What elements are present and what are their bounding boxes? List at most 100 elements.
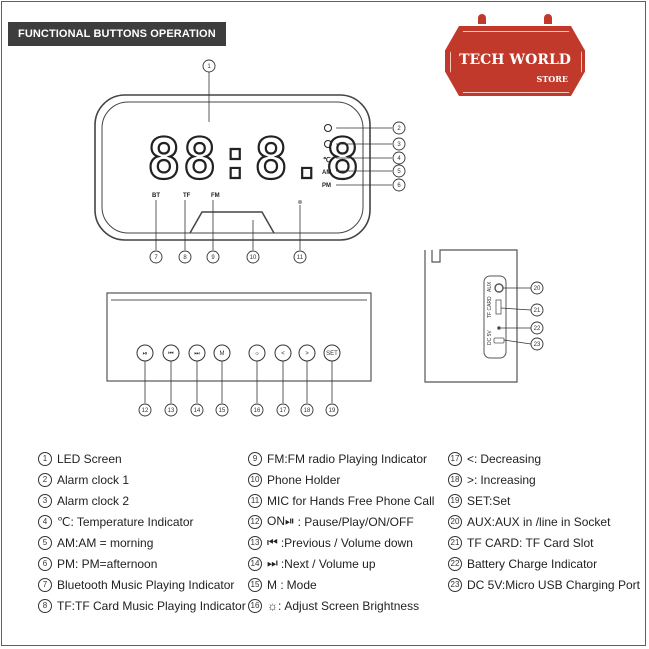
- legend-text: Bluetooth Music Playing Indicator: [57, 577, 235, 592]
- callout-18: 18: [304, 408, 311, 414]
- callout-2: 2: [397, 126, 401, 132]
- callout-1: 1: [207, 64, 211, 70]
- legend-text: Temperature Indicator: [76, 514, 194, 529]
- callout-12: 12: [142, 408, 149, 414]
- callout-10: 10: [250, 255, 257, 261]
- callout-6: 6: [397, 183, 401, 189]
- legend-symbol: <:: [467, 451, 478, 466]
- logo-inner-border: [450, 31, 582, 93]
- legend-item: 18>:Increasing: [448, 469, 640, 490]
- aux-socket: [494, 283, 504, 293]
- callout-8: 8: [183, 255, 187, 261]
- callout-9: 9: [211, 255, 215, 261]
- legend-number: 22: [448, 556, 462, 571]
- legend-text: Adjust Screen Brightness: [284, 598, 420, 613]
- logo-hook-left: [478, 14, 486, 24]
- port-panel: [483, 275, 507, 359]
- legend-item: 14⏭:Next / Volume up: [248, 553, 434, 574]
- clock-body-inner: [101, 101, 364, 234]
- top-body: [106, 292, 372, 382]
- legend-text: LED Screen: [57, 451, 122, 466]
- callout-7: 7: [154, 255, 158, 261]
- decrease-icon: <: [281, 351, 285, 357]
- callout-16: 16: [254, 408, 261, 414]
- logo-brand-text: TECH WORLD: [459, 52, 571, 68]
- legend-item: 6 PM: PM=afternoon: [38, 553, 246, 574]
- callout-3: 3: [397, 142, 401, 148]
- legend-item: 1 LED Screen: [38, 448, 246, 469]
- pause-play-icon: ⏯: [143, 351, 148, 357]
- callout-11: 11: [297, 255, 304, 261]
- legend-number: 1: [38, 451, 52, 466]
- callout-numbers: 1 2 3 4 5 6 7 8 9 10 11 12 13 14 15 16 1…: [142, 64, 541, 414]
- dc-port-label: DC 5V: [487, 330, 493, 345]
- callout-circles: [138, 59, 544, 417]
- legend-item: 4℃:Temperature Indicator: [38, 511, 246, 532]
- mode-icon: M: [220, 351, 225, 357]
- legend-item: 13⏮:Previous / Volume down: [248, 532, 434, 553]
- legend-item: 10 Phone Holder: [248, 469, 434, 490]
- top-leader-lines: [144, 361, 333, 403]
- increase-icon: >: [305, 351, 309, 357]
- tf-card-slot: [495, 299, 502, 315]
- temperature-indicator: ℃: [323, 156, 331, 164]
- legend-number: 11: [248, 493, 262, 508]
- mic-hole: [298, 200, 302, 204]
- callout-21: 21: [534, 308, 541, 314]
- callout-23: 23: [534, 342, 541, 348]
- legend-number: 3: [38, 493, 52, 508]
- legend-text: AUX:AUX in /line in Socket: [467, 514, 611, 529]
- callout-22: 22: [534, 326, 541, 332]
- legend-number: 9: [248, 451, 262, 466]
- led-digits: 88:8.8: [147, 127, 361, 192]
- legend-number: 12: [248, 514, 262, 529]
- legend-symbol: ☼:: [267, 598, 282, 613]
- tf-indicator: TF: [183, 193, 191, 199]
- aux-port-label: AUX: [487, 281, 493, 292]
- legend-item: 5 AM:AM = morning: [38, 532, 246, 553]
- callout-20: 20: [534, 286, 541, 292]
- legend-text: TF CARD: TF Card Slot: [467, 535, 594, 550]
- legend-number: 18: [448, 472, 462, 487]
- phone-holder: [189, 211, 275, 234]
- legend-text: PM: PM=afternoon: [57, 556, 158, 571]
- legend-symbol: ℃:: [57, 514, 74, 529]
- legend-number: 2: [38, 472, 52, 487]
- legend-text: Phone Holder: [267, 472, 341, 487]
- legend-number: 5: [38, 535, 52, 550]
- callout-13: 13: [168, 408, 175, 414]
- callout-17: 17: [280, 408, 287, 414]
- legend-item: 17<:Decreasing: [448, 448, 640, 469]
- alarm-clock-2-icon: [324, 140, 332, 148]
- brand-logo: TECH WORLD STORE: [440, 14, 590, 98]
- legend-text: :Next / Volume up: [280, 556, 376, 571]
- previous-icon: ⏮: [168, 351, 174, 357]
- logo-sub-text: STORE: [536, 74, 568, 84]
- callout-19: 19: [329, 408, 336, 414]
- clock-front-view: [94, 94, 371, 241]
- legend-text: AM:AM = morning: [57, 535, 154, 550]
- callout-15: 15: [219, 408, 226, 414]
- legend-number: 6: [38, 556, 52, 571]
- legend-number: 10: [248, 472, 262, 487]
- next-icon: ⏭: [194, 351, 200, 357]
- legend-symbol: ON⏯: [267, 514, 295, 528]
- legend-item: 22 Battery Charge Indicator: [448, 553, 640, 574]
- legend-text: Alarm clock 2: [57, 493, 130, 508]
- legend-item: 16☼: Adjust Screen Brightness: [248, 595, 434, 616]
- legend-text: Battery Charge Indicator: [467, 556, 598, 571]
- legend-number: 14: [248, 556, 262, 571]
- legend-item: 3 Alarm clock 2: [38, 490, 246, 511]
